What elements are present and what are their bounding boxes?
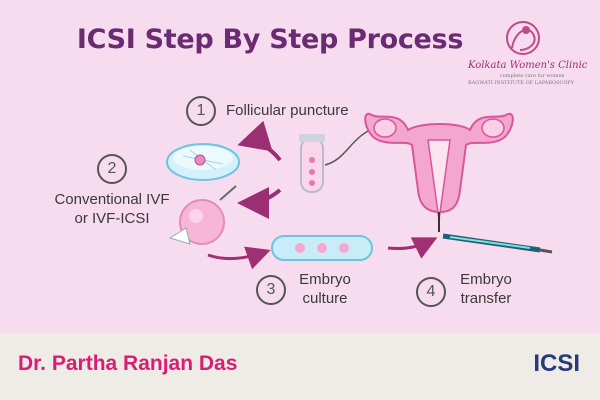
uterus-icon bbox=[364, 112, 514, 232]
arrow-culture-to-transfer bbox=[387, 237, 438, 259]
page-title: ICSI Step By Step Process bbox=[76, 24, 464, 55]
logo-subline: BAGWATI INSTITUTE OF LAPAROSCOPY bbox=[468, 80, 575, 86]
footer-bar bbox=[0, 333, 600, 400]
arrow-puncture-to-dish bbox=[237, 120, 282, 162]
logo-tagline: complete care for women bbox=[500, 73, 565, 79]
arrow-puncture-to-egg bbox=[237, 186, 282, 219]
step-3-label-line2: culture bbox=[302, 290, 348, 307]
step-4-label-line1: Embryo bbox=[460, 271, 512, 288]
culture-dish-icon bbox=[271, 235, 373, 261]
step-1-number: 1 bbox=[186, 96, 216, 126]
step-3-label-line1: Embryo bbox=[299, 271, 351, 288]
step-2-label-line1: Conventional IVF bbox=[54, 191, 170, 208]
test-tube-icon bbox=[299, 129, 371, 193]
step-2-number: 2 bbox=[97, 154, 127, 184]
logo-emblem-icon bbox=[506, 21, 540, 55]
author-name: Dr. Partha Ranjan Das bbox=[18, 352, 238, 375]
step-1-label: Follicular puncture bbox=[226, 102, 349, 119]
egg-injection-icon bbox=[168, 185, 237, 245]
step-4-number: 4 bbox=[416, 277, 446, 307]
arrow-egg-to-culture bbox=[207, 246, 271, 270]
step-4-label-line2: transfer bbox=[460, 290, 512, 307]
petri-dish-icon bbox=[166, 143, 240, 181]
step-2-label-line2: or IVF-ICSI bbox=[74, 210, 150, 227]
logo-name: Kolkata Women's Clinic bbox=[468, 60, 588, 71]
diagram-graphics bbox=[166, 21, 553, 270]
step-3-number: 3 bbox=[256, 275, 286, 305]
catheter-icon bbox=[442, 233, 553, 254]
topic-tag: ICSI bbox=[533, 350, 580, 377]
